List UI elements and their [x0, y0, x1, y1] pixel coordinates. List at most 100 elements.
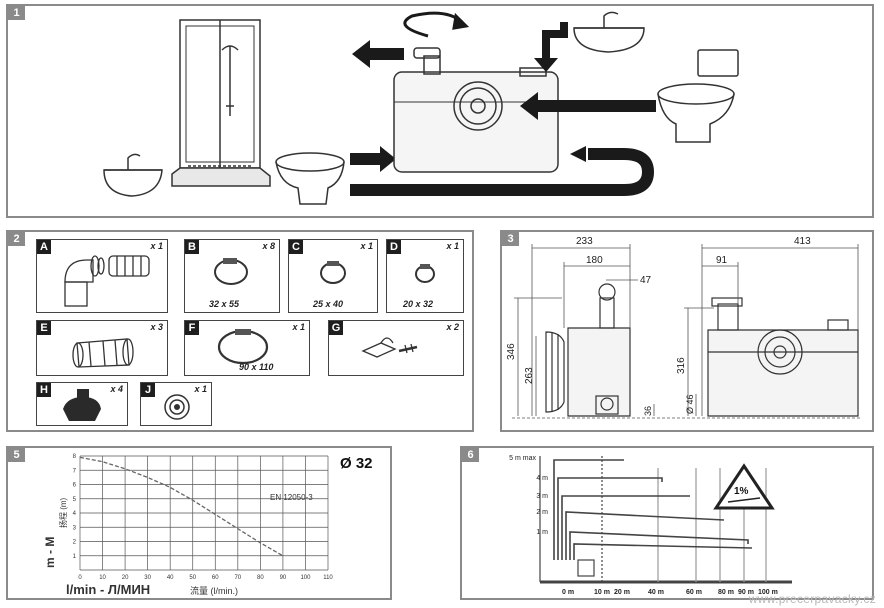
curve-ylabel-cn: 扬程 (m) — [58, 497, 68, 528]
curve-ylabel: m - M — [43, 537, 57, 568]
x-tick-label: 70 — [234, 575, 241, 581]
x-tick-label: 0 — [78, 575, 82, 581]
x-tick-label: 20 — [122, 575, 129, 581]
small-connector-icon — [164, 394, 190, 420]
x-tick-label: 40 — [167, 575, 174, 581]
part-quantity: x 1 — [446, 241, 459, 251]
hose-clamp-icon — [214, 258, 248, 285]
dim-263: 263 — [524, 367, 535, 384]
shower-cabin-icon — [171, 19, 271, 187]
y-tick-label: 7 — [73, 468, 77, 474]
slope-label: 1% — [734, 486, 749, 497]
part-b: B x 8 32 x 55 — [184, 239, 280, 313]
part-letter: C — [289, 240, 303, 254]
side-view-unit — [567, 327, 631, 417]
part-j: J x 1 — [140, 382, 212, 426]
panel-number: 3 — [502, 232, 519, 246]
large-hose-clamp-icon — [217, 329, 269, 365]
layout-xlabel: 10 m — [594, 589, 610, 596]
watermark: www.precerpavacky.cz — [748, 592, 876, 606]
layout-ylabel: 3 m — [536, 493, 548, 500]
panel-number: 1 — [8, 6, 25, 20]
outlet-arrow-icon — [352, 40, 404, 68]
pipe-5m — [553, 459, 624, 560]
panel-dimensions: 3 — [500, 230, 874, 432]
x-tick-label: 10 — [99, 575, 106, 581]
y-tick-label: 5 — [73, 497, 77, 503]
part-quantity: x 2 — [446, 322, 459, 332]
dim-180: 180 — [586, 255, 603, 266]
drain-pipe-icon — [350, 148, 655, 196]
layout-xlabel: 100 m — [758, 589, 778, 596]
pump-curve-line — [79, 456, 284, 557]
part-f: F x 1 90 x 110 — [184, 320, 310, 376]
x-tick-label: 90 — [280, 575, 287, 581]
part-quantity: x 1 — [150, 241, 163, 251]
x-tick-label: 50 — [189, 575, 196, 581]
layout-ylabel: 1 m — [536, 529, 548, 536]
dimension-drawing: 233 180 47 413 91 346 263 316 Ø 46 36 — [506, 236, 862, 419]
panel-installation: 1 — [6, 4, 874, 218]
rotate-arrow-icon — [403, 11, 470, 38]
curve-xlabel-cn: 流量 (l/min.) — [190, 585, 238, 596]
dim-91: 91 — [716, 255, 728, 266]
rubber-sleeve-icon — [72, 338, 134, 368]
layout-xlabel: 90 m — [738, 589, 754, 596]
layout-ylabel: 4 m — [536, 475, 548, 482]
part-h: H x 4 — [36, 382, 128, 426]
part-letter: J — [141, 383, 155, 397]
x-tick-label: 60 — [212, 575, 219, 581]
pump-small-icon — [577, 559, 595, 577]
hose-clamp-icon — [320, 261, 346, 284]
part-a: A x 1 — [36, 239, 168, 313]
part-letter: F — [185, 321, 199, 335]
part-letter: D — [387, 240, 401, 254]
part-size: 20 x 32 — [403, 299, 434, 309]
dim-233: 233 — [576, 236, 593, 247]
panel-layout: 6 1% 5 m max 4 m 3 m 2 m 1 m — [460, 446, 874, 600]
part-quantity: x 1 — [194, 384, 207, 394]
washbasin-right-icon — [573, 11, 645, 53]
inlet-arrow-left-icon — [350, 146, 396, 172]
part-quantity: x 1 — [292, 322, 305, 332]
anti-vibration-foot-icon — [63, 389, 101, 421]
curve-diameter-label: Ø 32 — [340, 455, 373, 472]
part-size: 32 x 55 — [209, 299, 240, 309]
part-size: 90 x 110 — [239, 362, 274, 372]
pipe-3m — [561, 495, 690, 560]
part-letter: A — [37, 240, 51, 254]
y-tick-label: 3 — [73, 525, 77, 531]
panel-parts: 2 A x 1 B x 8 32 x 55 C x 1 — [6, 230, 474, 432]
dim-413: 413 — [794, 236, 811, 247]
pipe-2m — [565, 511, 725, 560]
curve-standard-label: EN 12050-3 — [270, 493, 313, 502]
panel-number: 2 — [8, 232, 25, 246]
hose-clamp-icon — [415, 264, 435, 283]
inlet-arrow-right-icon — [520, 92, 656, 120]
elbow-connector-icon — [64, 255, 150, 307]
part-e: E x 3 — [36, 320, 168, 376]
layout-chart: 1% 5 m max 4 m 3 m 2 m 1 m 0 m 10 m 20 m… — [509, 455, 792, 596]
layout-ylabel: 5 m max — [509, 455, 536, 462]
part-g: G x 2 — [328, 320, 464, 376]
panel-number: 6 — [462, 448, 479, 462]
x-tick-label: 100 — [300, 575, 311, 581]
dim-47: 47 — [640, 275, 652, 286]
pipe-4m — [557, 477, 663, 560]
dim-46: Ø 46 — [685, 394, 695, 414]
y-tick-label: 6 — [73, 483, 77, 489]
x-tick-label: 80 — [257, 575, 264, 581]
part-letter: H — [37, 383, 51, 397]
washbasin-left-icon — [103, 153, 163, 197]
y-tick-label: 2 — [73, 540, 77, 546]
floor-bracket-icon — [361, 337, 418, 358]
layout-xlabel: 60 m — [686, 589, 702, 596]
layout-xlabel: 0 m — [562, 589, 574, 596]
y-tick-label: 4 — [73, 511, 77, 517]
layout-xlabel: 20 m — [614, 589, 630, 596]
layout-xlabel: 40 m — [648, 589, 664, 596]
part-d: D x 1 20 x 32 — [386, 239, 464, 313]
x-tick-label: 110 — [323, 575, 333, 581]
